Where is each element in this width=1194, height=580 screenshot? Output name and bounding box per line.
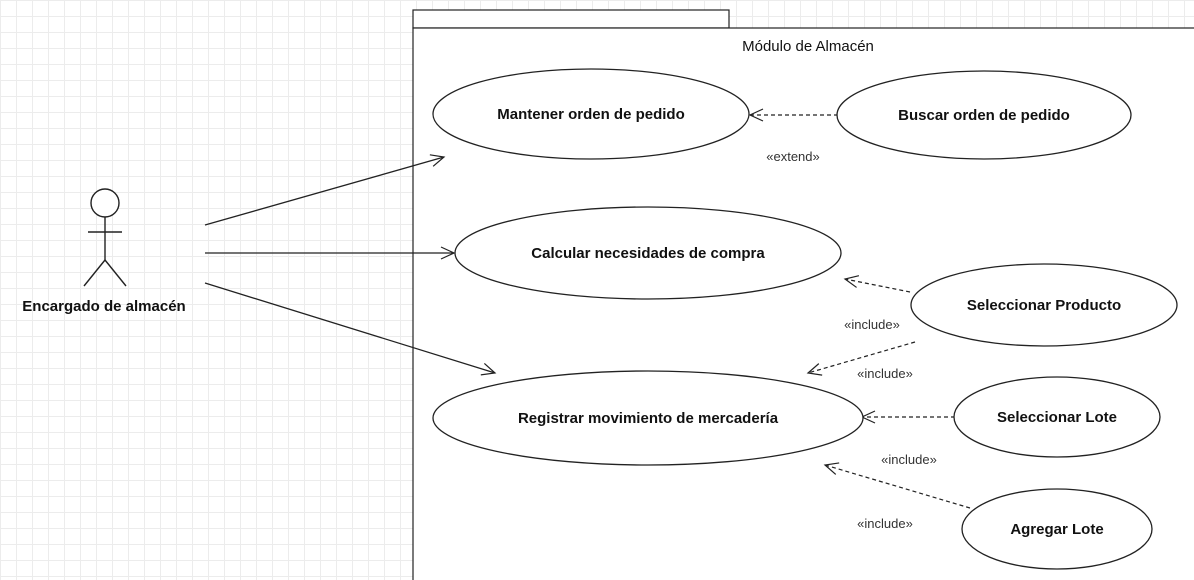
use-case-agregar-lote[interactable]: Agregar Lote [961,488,1153,570]
actor-left-leg [83,259,106,287]
use-case-label: Registrar movimiento de mercadería [518,410,779,427]
actor-encargado[interactable] [83,188,127,287]
use-case-label: Mantener orden de pedido [497,106,685,123]
actor-right-leg [104,259,127,287]
use-case-shape [432,68,750,160]
association-mantener[interactable] [204,154,446,226]
use-case-buscar[interactable]: Buscar orden de pedido [836,70,1132,160]
package-tab [412,9,730,29]
use-case-shape [454,206,842,300]
use-case-registrar[interactable]: Registrar movimiento de mercadería [432,370,864,466]
include-registrar-agregar[interactable] [823,462,971,509]
use-case-mantener[interactable]: Mantener orden de pedido [432,68,750,160]
use-case-seleccionar-lote[interactable]: Seleccionar Lote [953,376,1161,458]
use-case-shape [953,376,1161,458]
package-title: Módulo de Almacén [742,38,874,55]
use-case-label: Calcular necesidades de compra [531,245,765,262]
use-case-label: Seleccionar Lote [997,409,1117,426]
use-case-label: Buscar orden de pedido [898,107,1070,124]
use-case-shape [432,370,864,466]
stereotype-extend: «extend» [766,149,820,164]
use-case-shape [910,263,1178,347]
use-case-label: Seleccionar Producto [967,297,1121,314]
use-case-calcular[interactable]: Calcular necesidades de compra [454,206,842,300]
actor-label: Encargado de almacén [22,298,185,315]
association-registrar[interactable] [204,282,497,376]
use-case-seleccionar-producto[interactable]: Seleccionar Producto [910,263,1178,347]
actor-head [90,188,120,218]
use-case-shape [836,70,1132,160]
stereotype-include: «include» [857,366,913,381]
stereotype-include: «include» [844,317,900,332]
stereotype-include: «include» [857,516,913,531]
use-case-shape [961,488,1153,570]
include-registrar-producto[interactable] [806,341,916,376]
use-case-label: Agregar Lote [1010,521,1103,538]
stereotype-include: «include» [881,452,937,467]
